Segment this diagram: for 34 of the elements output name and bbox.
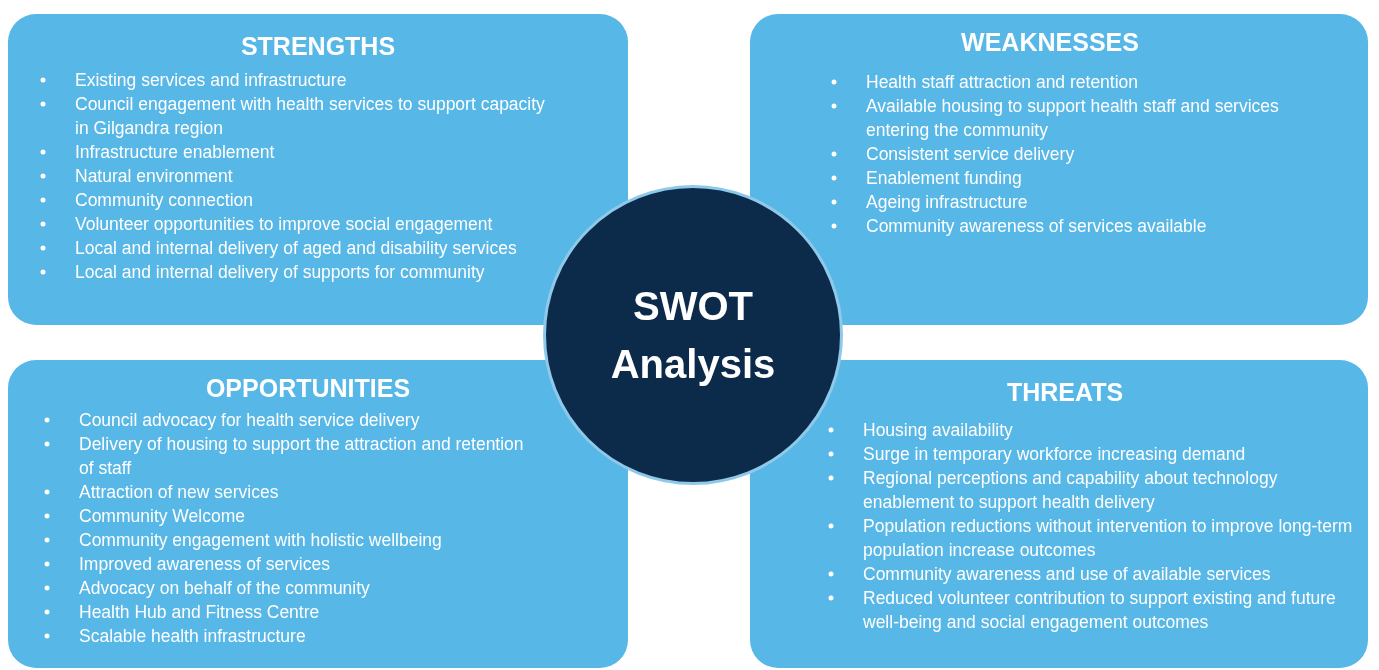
bullet-text: Surge in temporary workforce increasing demand (863, 443, 1246, 466)
bullet-text: Consistent service delivery (866, 143, 1075, 166)
bullet-text: Community awareness and use of available services (863, 563, 1271, 586)
center-title: SWOT Analysis (609, 283, 777, 388)
bullet-text: Local and internal delivery of aged and disability services (75, 237, 517, 260)
bullet-text: Regional perceptions and capability about technology enablement to support health delivery (863, 467, 1279, 514)
bullet-text: Community connection (75, 189, 253, 212)
quadrant-heading: OPPORTUNITIES (204, 373, 412, 404)
bullet-text: Population reductions without intervention to improve long-term population increase outcomes (863, 515, 1353, 562)
bullet-text: Attraction of new services (79, 481, 279, 504)
bullet-text: Improved awareness of services (79, 553, 330, 576)
bullet-text: Infrastructure enablement (75, 141, 275, 164)
bullet-text: Scalable health infrastructure (79, 625, 306, 648)
quadrant-heading: WEAKNESSES (960, 27, 1140, 58)
bullet-text: Health Hub and Fitness Centre (79, 601, 320, 624)
bullet-text: Natural environment (75, 165, 233, 188)
bullet-text: Available housing to support health staff and services entering the community (866, 95, 1280, 142)
bullet-text: Local and internal delivery of supports for community (75, 261, 485, 284)
bullet-text: Advocacy on behalf of the community (79, 577, 370, 600)
bullet-text: Ageing infrastructure (866, 191, 1028, 214)
quadrant-heading: STRENGTHS (239, 31, 397, 62)
bullet-text: Health staff attraction and retention (866, 71, 1139, 94)
bullet-text: Enablement funding (866, 167, 1022, 190)
bullet-text: Reduced volunteer contribution to support existing and future well-being and social engagement outcomes (863, 587, 1337, 634)
quadrant-panel (8, 14, 628, 325)
bullet-text: Community engagement with holistic wellbeing (79, 529, 442, 552)
bullet-text: Council engagement with health services to support capacity in Gilgandra region (75, 93, 546, 140)
bullet-text: Housing availability (863, 419, 1013, 442)
bullet-text: Community Welcome (79, 505, 245, 528)
bullet-text: Existing services and infrastructure (75, 69, 347, 92)
bullet-text: Delivery of housing to support the attraction and retention of staff (79, 433, 525, 480)
bullet-text: Council advocacy for health service delivery (79, 409, 420, 432)
bullet-text: Volunteer opportunities to improve social engagement (75, 213, 493, 236)
bullet-text: Community awareness of services available (866, 215, 1207, 238)
